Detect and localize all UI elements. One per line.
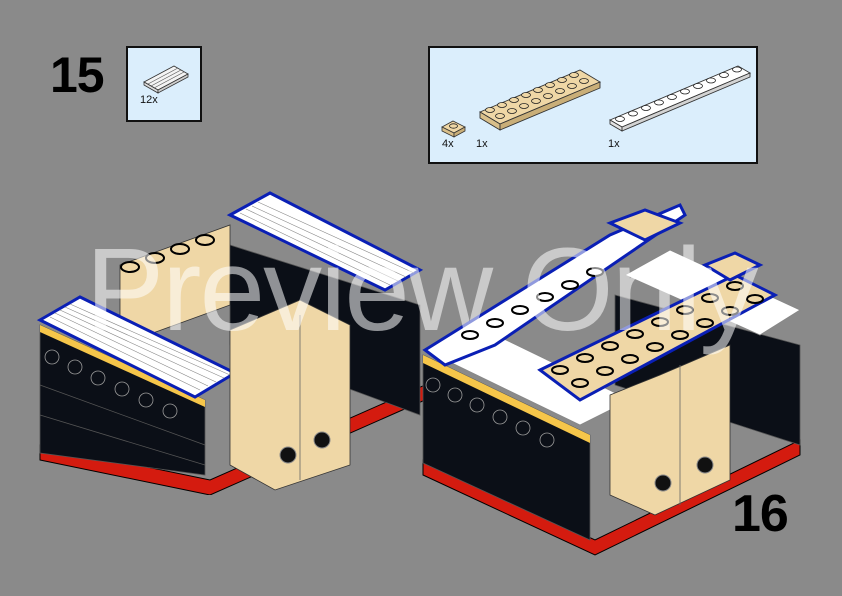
part-quantity: 4x [442,138,454,150]
step-number-16: 16 [732,485,789,543]
grille-tile-icon [143,65,189,94]
step-number-15: 15 [50,47,105,103]
part-quantity: 1x [476,138,488,150]
tan-plate-1x1-icon [441,120,466,138]
part-quantity: 12x [140,94,158,106]
white-plate-1x10-icon [608,65,752,132]
part-quantity: 1x [608,138,620,150]
parts-callout-step-15: 12x [126,46,202,122]
model-step-16 [422,203,801,556]
parts-callout-step-16: 4x 1x 1x [428,46,758,164]
tan-plate-2x8-icon [479,69,601,131]
model-step-15 [36,191,426,495]
